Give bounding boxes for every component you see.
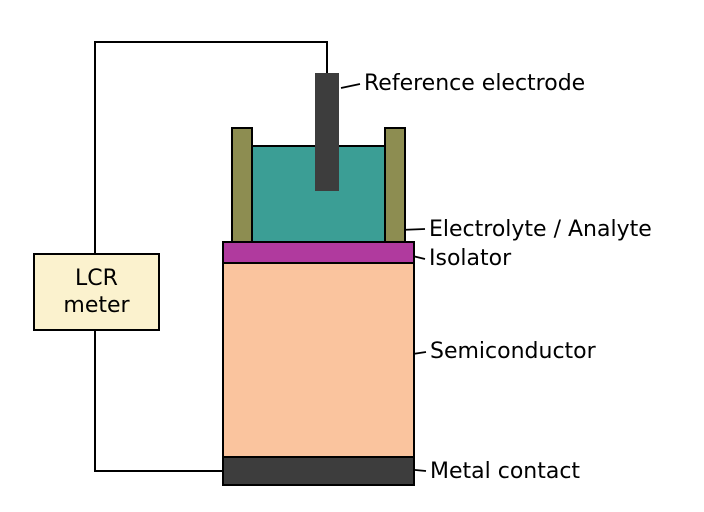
semiconductor-layer: [222, 262, 415, 458]
container-wall-right: [384, 127, 406, 243]
label-semiconductor: Semiconductor: [430, 339, 596, 364]
label-metal-contact: Metal contact: [430, 459, 581, 484]
lcr-meter-label-line1: LCR: [75, 266, 118, 291]
container-wall-left: [231, 127, 253, 243]
reference-electrode-rod: [315, 73, 339, 191]
lcr-meter-box: LCR meter: [33, 253, 160, 331]
metal-contact-layer: [222, 456, 415, 486]
isolator-layer: [222, 241, 415, 264]
leader-line-reference-electrode: [340, 83, 361, 89]
label-electrolyte: Electrolyte / Analyte: [429, 217, 652, 242]
label-reference-electrode: Reference electrode: [364, 71, 586, 96]
wire-bottom: [94, 331, 222, 472]
lcr-meter-label-line2: meter: [63, 293, 130, 318]
label-isolator: Isolator: [429, 246, 512, 271]
